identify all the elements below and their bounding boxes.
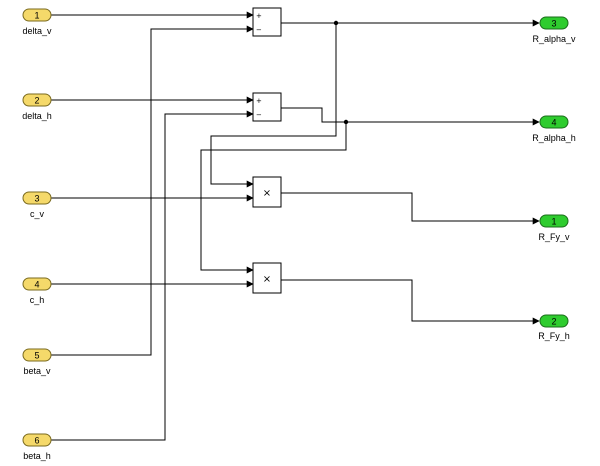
inport-delta-h[interactable]: 2 delta_h [22,93,52,121]
plus-sign: + [256,12,262,20]
outport-label: R_alpha_h [532,133,576,143]
inport-label: c_v [30,209,45,219]
wire-beta-v[interactable] [51,25,254,356]
multiply-icon: × [263,188,271,199]
inport-label: delta_h [22,111,52,121]
inport-c-v[interactable]: 3 c_v [22,191,52,219]
branch-point [333,20,339,26]
outport-label: R_alpha_v [532,34,576,44]
inport-label: delta_v [22,26,52,36]
wire-sum2-out[interactable] [281,107,540,126]
wire-prod1-out[interactable] [281,192,540,225]
outport-r-fy-h[interactable]: 2 R_Fy_h [538,314,570,341]
outport-r-alpha-h[interactable]: 4 R_alpha_h [532,115,576,143]
sum-block-1[interactable]: + − [252,7,282,37]
multiply-icon: × [263,274,271,285]
outport-r-fy-v[interactable]: 1 R_Fy_v [538,214,570,242]
sum-block-2[interactable]: + − [252,92,282,122]
inport-number: 5 [34,351,39,361]
signal-lines [51,11,540,441]
plus-sign: + [256,97,262,105]
inport-number: 2 [34,96,39,106]
inport-number: 1 [34,11,39,21]
wire-prod2-out[interactable] [281,279,540,325]
minus-sign: − [256,111,262,119]
inport-number: 4 [34,280,39,290]
branch-point [343,119,349,125]
outport-number: 3 [551,19,556,29]
minus-sign: − [256,26,262,34]
inport-number: 3 [34,194,39,204]
inport-number: 6 [34,436,39,446]
inport-label: beta_v [23,366,51,376]
outport-r-alpha-v[interactable]: 3 R_alpha_v [532,16,576,44]
inport-delta-v[interactable]: 1 delta_v [22,8,52,36]
inport-beta-v[interactable]: 5 beta_v [22,348,52,376]
outport-number: 4 [551,118,556,128]
inport-label: c_h [30,295,45,305]
wire-sum2-branch[interactable] [200,122,347,274]
product-block-1[interactable]: × [252,176,282,208]
outport-number: 1 [551,217,556,227]
outport-label: R_Fy_v [538,232,570,242]
inport-label: beta_h [23,451,51,461]
outport-label: R_Fy_h [538,331,570,341]
outport-number: 2 [551,317,556,327]
wire-sum1-branch[interactable] [210,23,337,188]
inport-beta-h[interactable]: 6 beta_h [22,433,52,461]
product-block-2[interactable]: × [252,262,282,294]
inport-c-h[interactable]: 4 c_h [22,277,52,305]
wire-beta-h[interactable] [51,110,254,441]
